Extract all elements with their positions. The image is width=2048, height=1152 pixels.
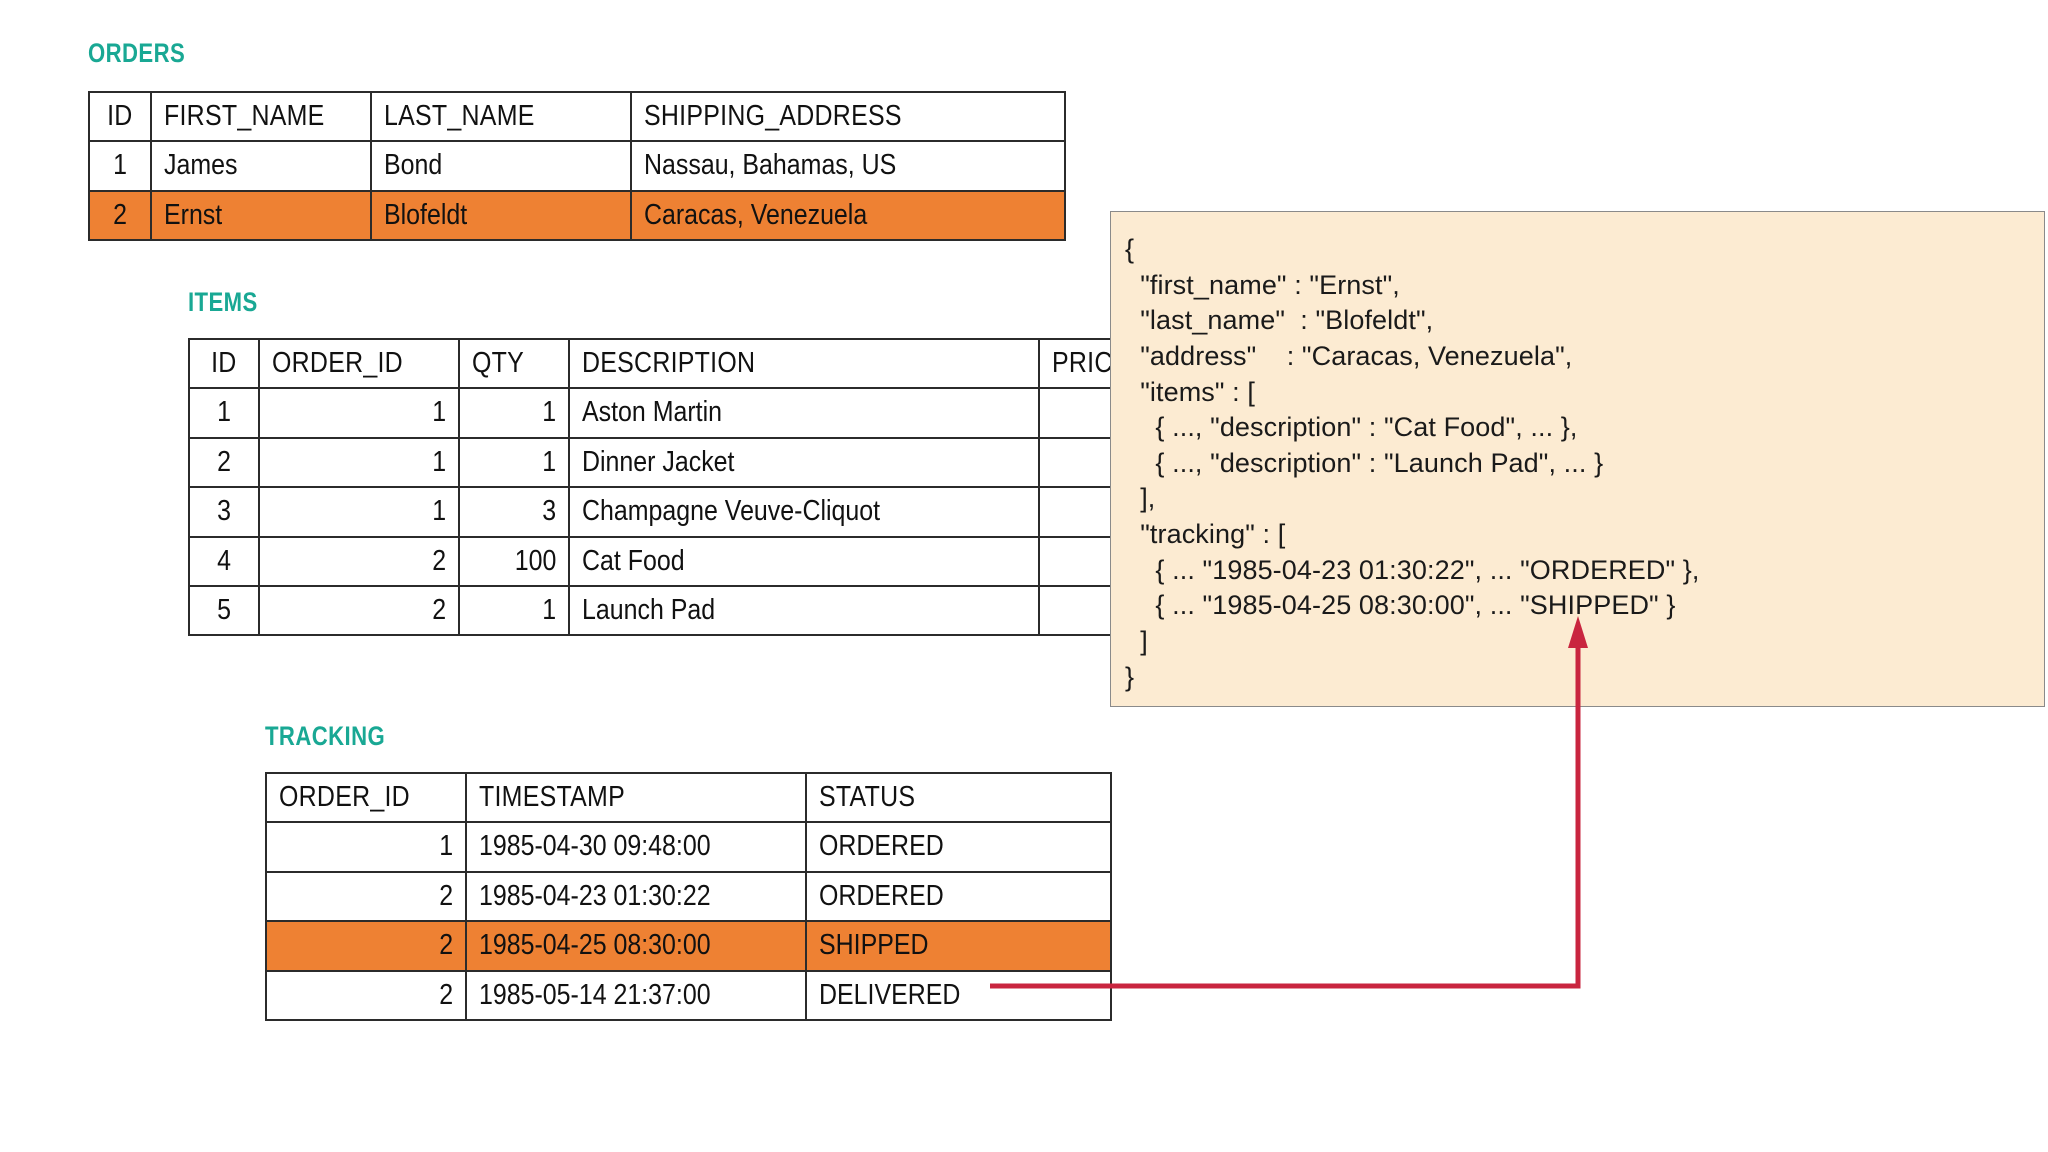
table-row: 4 2 100 Cat Food — [188, 535, 1190, 587]
orders-col-shipping-address: SHIPPING_ADDRESS — [630, 90, 1066, 143]
items-cell-id: 4 — [188, 535, 260, 587]
orders-cell-first-name: James — [150, 140, 372, 192]
items-col-description: DESCRIPTION — [568, 337, 1040, 390]
tracking-cell-status: ORDERED — [805, 821, 1112, 873]
table-row-highlighted: 2 1985-04-25 08:30:00 SHIPPED — [265, 920, 1112, 972]
orders-col-last-name: LAST_NAME — [370, 90, 632, 143]
items-header-row: ID ORDER_ID QTY DESCRIPTION PRICE — [188, 337, 1190, 390]
tracking-cell-timestamp: 1985-05-14 21:37:00 — [465, 969, 807, 1021]
items-col-order-id: ORDER_ID — [258, 337, 460, 390]
items-cell-qty: 1 — [458, 584, 570, 637]
tracking-cell-order-id: 2 — [265, 920, 467, 972]
tracking-cell-order-id: 2 — [265, 969, 467, 1021]
items-cell-order-id: 1 — [258, 387, 460, 439]
table-row: 1 James Bond Nassau, Bahamas, US — [88, 140, 1066, 192]
items-cell-description: Cat Food — [568, 535, 1040, 587]
orders-cell-id: 2 — [88, 189, 152, 242]
orders-table: ID FIRST_NAME LAST_NAME SHIPPING_ADDRESS… — [88, 90, 1066, 242]
table-row: 2 1 1 Dinner Jacket 4 — [188, 436, 1190, 489]
items-cell-order-id: 2 — [258, 535, 460, 587]
tracking-cell-status: ORDERED — [805, 870, 1112, 923]
items-cell-qty: 1 — [458, 436, 570, 489]
tracking-cell-status: SHIPPED — [805, 920, 1112, 972]
items-cell-id: 3 — [188, 486, 260, 538]
tracking-cell-timestamp: 1985-04-23 01:30:22 — [465, 870, 807, 923]
items-col-id: ID — [188, 337, 260, 390]
items-cell-id: 2 — [188, 436, 260, 489]
orders-cell-first-name: Ernst — [150, 189, 372, 242]
items-cell-description: Dinner Jacket — [568, 436, 1040, 489]
tracking-col-status: STATUS — [805, 771, 1112, 824]
items-cell-id: 1 — [188, 387, 260, 439]
tracking-cell-order-id: 2 — [265, 870, 467, 923]
table-row: 1 1985-04-30 09:48:00 ORDERED — [265, 821, 1112, 873]
items-cell-order-id: 1 — [258, 486, 460, 538]
items-cell-description: Champagne Veuve-Cliquot — [568, 486, 1040, 538]
items-cell-description: Launch Pad — [568, 584, 1040, 637]
tracking-cell-order-id: 1 — [265, 821, 467, 873]
items-cell-qty: 100 — [458, 535, 570, 587]
items-table: ID ORDER_ID QTY DESCRIPTION PRICE 1 1 1 … — [188, 337, 1190, 637]
items-cell-order-id: 2 — [258, 584, 460, 637]
items-cell-id: 5 — [188, 584, 260, 637]
tracking-table: ORDER_ID TIMESTAMP STATUS 1 1985-04-30 0… — [265, 771, 1112, 1021]
orders-cell-shipping-address: Nassau, Bahamas, US — [630, 140, 1066, 192]
items-col-qty: QTY — [458, 337, 570, 390]
orders-cell-last-name: Blofeldt — [370, 189, 632, 242]
aggregated-document-json: { "first_name" : "Ernst", "last_name" : … — [1125, 234, 1700, 692]
items-cell-qty: 1 — [458, 387, 570, 439]
items-table-title: ITEMS — [188, 287, 258, 317]
tracking-cell-timestamp: 1985-04-25 08:30:00 — [465, 920, 807, 972]
table-row: 5 2 1 Launch Pad 1,000 — [188, 584, 1190, 637]
aggregated-document-callout: { "first_name" : "Ernst", "last_name" : … — [1110, 211, 2045, 707]
items-cell-qty: 3 — [458, 486, 570, 538]
orders-cell-id: 1 — [88, 140, 152, 192]
items-cell-description: Aston Martin — [568, 387, 1040, 439]
tracking-table-title: TRACKING — [265, 721, 386, 751]
tracking-cell-timestamp: 1985-04-30 09:48:00 — [465, 821, 807, 873]
orders-cell-shipping-address: Caracas, Venezuela — [630, 189, 1066, 242]
table-row-highlighted: 2 Ernst Blofeldt Caracas, Venezuela — [88, 189, 1066, 242]
table-row: 2 1985-04-23 01:30:22 ORDERED — [265, 870, 1112, 923]
orders-cell-last-name: Bond — [370, 140, 632, 192]
orders-col-first-name: FIRST_NAME — [150, 90, 372, 143]
orders-table-title: ORDERS — [88, 38, 186, 68]
table-row: 3 1 3 Champagne Veuve-Cliquot — [188, 486, 1190, 538]
table-row: 1 1 1 Aston Martin 120 — [188, 387, 1190, 439]
orders-header-row: ID FIRST_NAME LAST_NAME SHIPPING_ADDRESS — [88, 90, 1066, 143]
orders-col-id: ID — [88, 90, 152, 143]
items-cell-order-id: 1 — [258, 436, 460, 489]
tracking-cell-status: DELIVERED — [805, 969, 1112, 1021]
table-row: 2 1985-05-14 21:37:00 DELIVERED — [265, 969, 1112, 1021]
tracking-col-timestamp: TIMESTAMP — [465, 771, 807, 824]
tracking-col-order-id: ORDER_ID — [265, 771, 467, 824]
tracking-header-row: ORDER_ID TIMESTAMP STATUS — [265, 771, 1112, 824]
